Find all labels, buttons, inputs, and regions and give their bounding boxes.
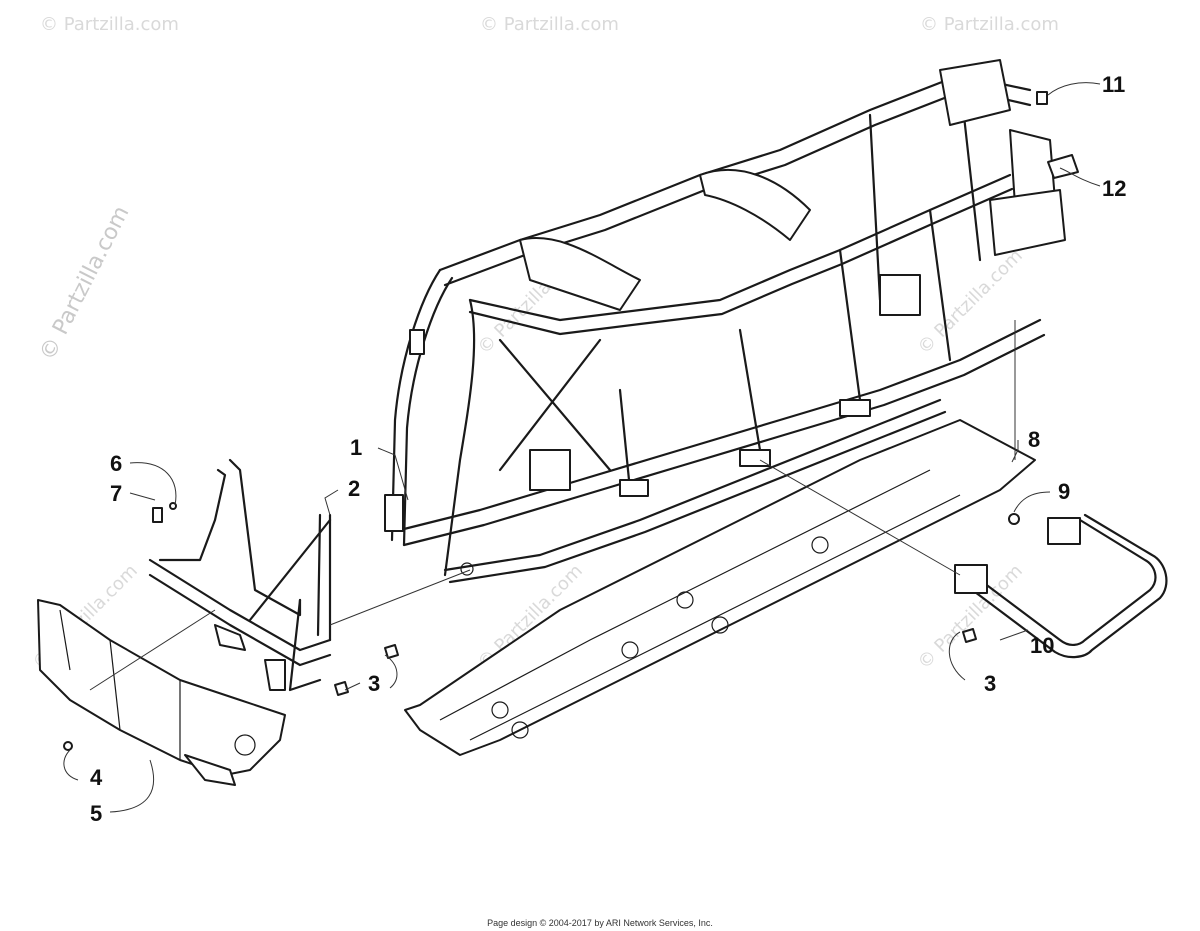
watermark-vertical: © Partzilla.com xyxy=(35,202,134,365)
callout-4[interactable]: 4 xyxy=(90,765,103,790)
decal-icon xyxy=(1047,154,1079,179)
tow-hitch xyxy=(954,513,1168,659)
front-bumper xyxy=(37,599,286,786)
bolt-icon xyxy=(962,628,977,643)
leader-lines xyxy=(63,82,1101,813)
callout-8[interactable]: 8 xyxy=(1028,427,1040,452)
watermark-mark: © Partzilla.com xyxy=(920,14,1059,35)
grommet-icon xyxy=(1008,513,1020,525)
callout-9[interactable]: 9 xyxy=(1058,479,1070,504)
clip-icon xyxy=(1036,91,1048,105)
callout-3[interactable]: 3 xyxy=(984,671,996,696)
callout-6[interactable]: 6 xyxy=(110,451,122,476)
callouts: 1 2 3 3 4 5 6 7 8 9 10 11 12 xyxy=(90,72,1126,826)
screw-icon xyxy=(169,502,177,510)
watermark-mark: © Partzilla.com xyxy=(914,245,1027,358)
callout-10[interactable]: 10 xyxy=(1030,633,1054,658)
clip-icon xyxy=(152,507,163,523)
bolt-icon xyxy=(334,681,349,696)
watermark-mark: © Partzilla.com xyxy=(40,14,179,35)
watermark-mark: © Partzilla.com xyxy=(480,14,619,35)
callout-7[interactable]: 7 xyxy=(110,481,122,506)
main-frame xyxy=(384,59,1066,584)
front-bumper-bracket xyxy=(148,458,332,692)
screw-icon xyxy=(63,741,73,751)
callout-3[interactable]: 3 xyxy=(368,671,380,696)
callout-5[interactable]: 5 xyxy=(90,801,102,826)
page-footer: Page design © 2004-2017 by ARI Network S… xyxy=(487,918,713,928)
callout-1[interactable]: 1 xyxy=(350,435,362,460)
skid-plate xyxy=(404,419,1036,756)
callout-11[interactable]: 11 xyxy=(1102,72,1125,97)
callout-12[interactable]: 12 xyxy=(1102,176,1126,201)
hardware xyxy=(63,91,1079,751)
callout-2[interactable]: 2 xyxy=(348,476,360,501)
bolt-icon xyxy=(384,644,399,659)
